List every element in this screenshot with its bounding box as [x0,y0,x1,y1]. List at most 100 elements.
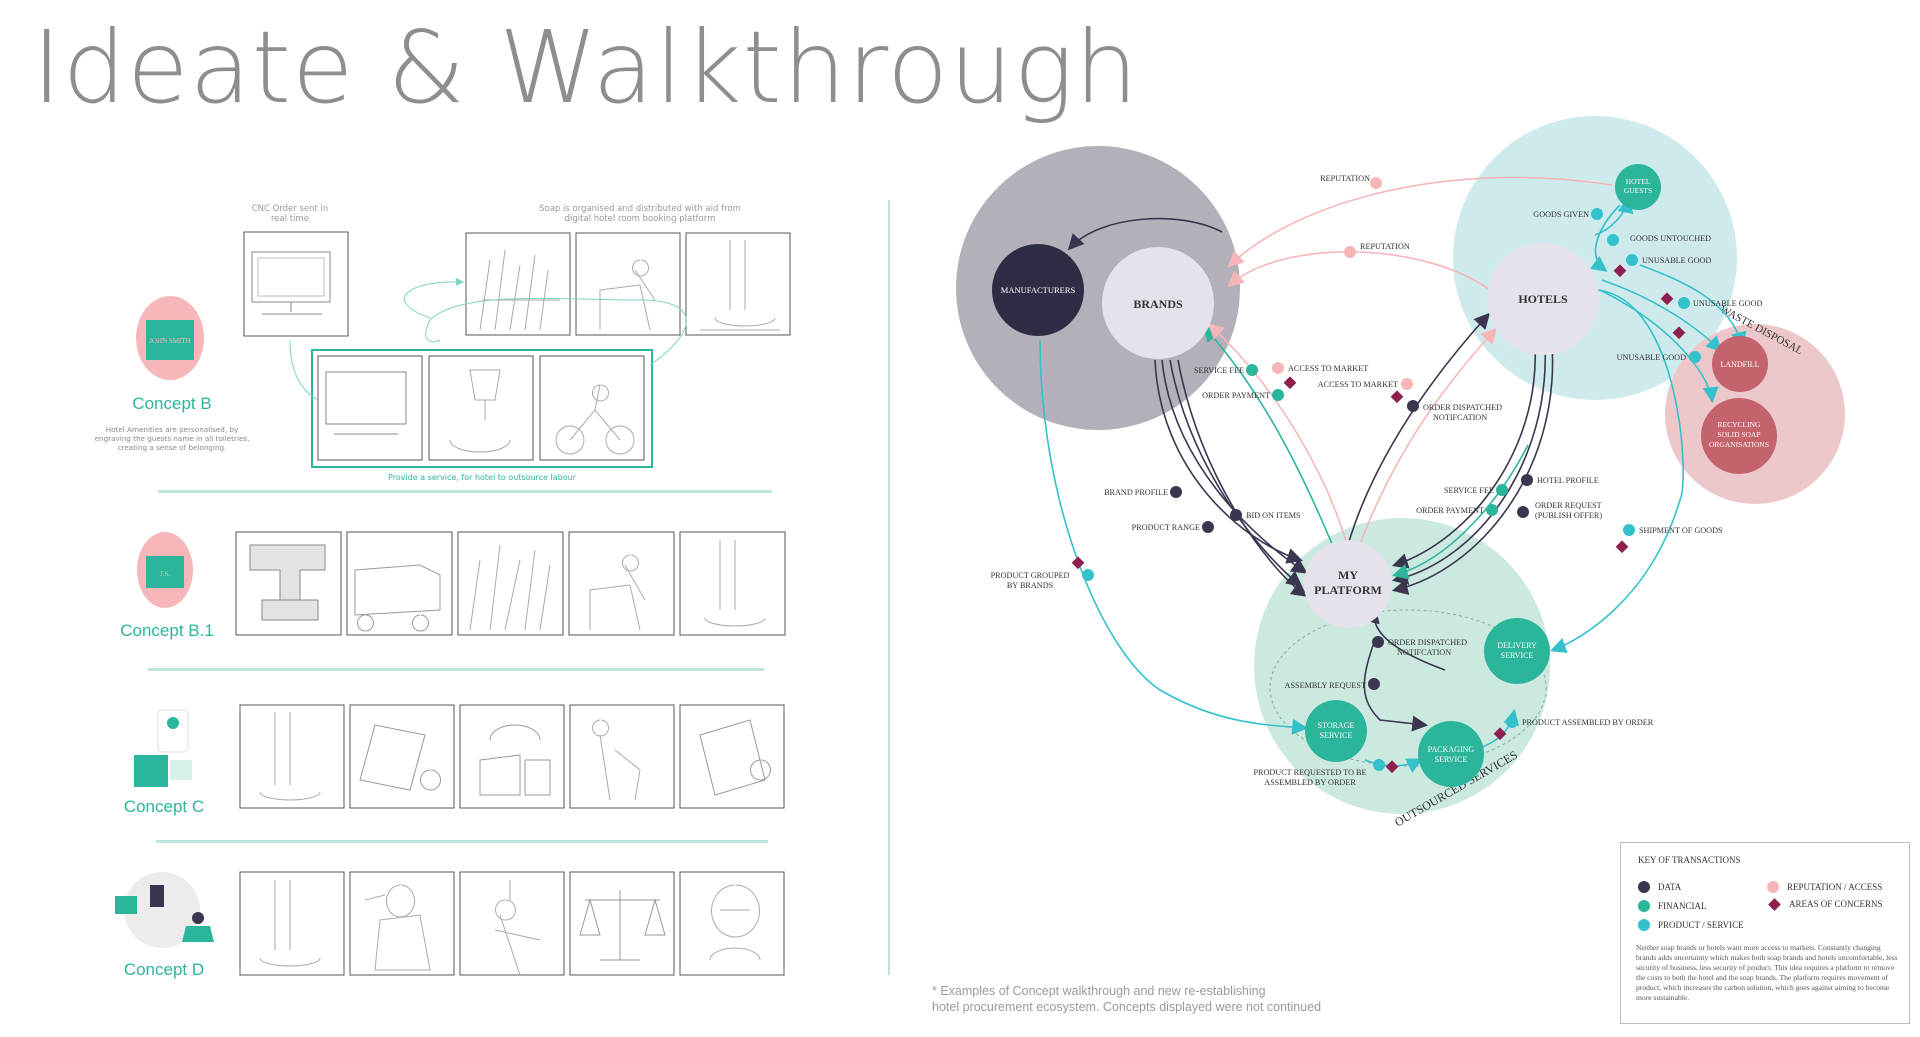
delivery-service-node[interactable]: DELIVERY SERVICE [1484,618,1550,684]
label-bid-on-items: BID ON ITEMS [1246,511,1301,520]
label-product-grouped-b: BY BRANDS [1007,581,1054,590]
label-order-dispatched-1a: ORDER DISPATCHED [1423,403,1502,412]
label-product-requested-a: PRODUCT REQUESTED TO BE [1253,768,1366,777]
footnote: * Examples of Concept walkthrough and ne… [932,983,1321,1015]
delivery-label-2: SERVICE [1501,651,1534,660]
legend-reputation: REPUTATION / ACCESS [1767,881,1882,893]
product-dot [1082,569,1094,581]
label-order-request-b: (PUBLISH OFFER) [1535,511,1602,520]
reputation-dot-icon [1767,881,1779,893]
product-dot [1506,716,1518,728]
legend: KEY OF TRANSACTIONS DATA FINANCIAL PRODU… [1620,842,1910,1024]
label-unusable-good-2: UNUSABLE GOOD [1693,299,1762,308]
packaging-service-node[interactable]: PACKAGING SERVICE [1418,721,1484,787]
storage-service-node[interactable]: STORAGE SERVICE [1305,700,1367,762]
brands-label: BRANDS [1133,297,1183,311]
label-order-request-a: ORDER REQUEST [1535,501,1602,510]
legend-data: DATA [1638,881,1681,893]
label-unusable-good-1: UNUSABLE GOOD [1642,256,1711,265]
label-goods-given: GOODS GIVEN [1533,210,1589,219]
packaging-label-1: PACKAGING [1428,745,1475,754]
concern-diamond [1616,540,1629,553]
label-goods-untouched: GOODS UNTOUCHED [1630,234,1711,243]
label-shipment-goods: SHIPMENT OF GOODS [1639,526,1723,535]
financial-dot-icon [1638,900,1650,912]
financial-dot [1496,484,1508,496]
platform-node[interactable]: MY PLATFORM [1304,540,1392,628]
reputation-dot [1344,246,1356,258]
concern-diamond [1284,376,1297,389]
label-order-dispatched-2b: NOTIFCATION [1397,648,1451,657]
product-dot [1678,297,1690,309]
concern-diamond [1072,556,1085,569]
data-dot [1230,509,1242,521]
label-service-fee-2: SERVICE FEE [1444,486,1494,495]
legend-reputation-label: REPUTATION / ACCESS [1787,882,1882,892]
footnote-line-1: * Examples of Concept walkthrough and ne… [932,983,1321,999]
product-dot [1591,208,1603,220]
manufacturers-label: MANUFACTURERS [1001,285,1076,295]
brands-node[interactable]: BRANDS [1102,247,1214,359]
legend-data-label: DATA [1658,882,1681,892]
legend-title: KEY OF TRANSACTIONS [1638,855,1741,865]
landfill-node[interactable]: LANDFILL [1712,336,1768,392]
reputation-dot [1370,177,1382,189]
recycling-node[interactable]: RECYCLING SOLID SOAP ORGANISATIONS [1701,398,1777,474]
label-product-requested-b: ASSEMBLED BY ORDER [1264,778,1356,787]
data-dot [1202,521,1214,533]
data-dot [1170,486,1182,498]
hotel-guests-node[interactable]: HOTEL GUESTS [1615,164,1661,210]
product-dot-icon [1638,919,1650,931]
financial-dot [1272,389,1284,401]
label-order-dispatched-2a: ORDER DISPATCHED [1388,638,1467,647]
legend-note: Neither soap brands or hotels want more … [1636,943,1898,1003]
hotels-node[interactable]: HOTELS [1487,243,1599,355]
label-access-market-2: ACCESS TO MARKET [1318,380,1398,389]
label-brand-profile: BRAND PROFILE [1104,488,1168,497]
label-service-fee-1: SERVICE FEE [1194,366,1244,375]
data-dot-icon [1638,881,1650,893]
legend-product-label: PRODUCT / SERVICE [1658,920,1744,930]
product-dot [1607,234,1619,246]
legend-concerns-label: AREAS OF CONCERNS [1789,899,1883,909]
product-dot [1623,524,1635,536]
label-order-payment-1: ORDER PAYMENT [1202,391,1270,400]
platform-label-1: MY [1338,568,1358,582]
legend-concerns: AREAS OF CONCERNS [1769,899,1883,909]
financial-dot [1246,364,1258,376]
label-hotel-profile: HOTEL PROFILE [1537,476,1599,485]
label-product-grouped-a: PRODUCT GROUPED [991,571,1070,580]
manufacturers-node[interactable]: MANUFACTURERS [992,244,1084,336]
footnote-line-2: hotel procurement ecosystem. Concepts di… [932,999,1321,1015]
recycling-label-2: SOLID SOAP [1717,430,1760,439]
product-dot [1626,254,1638,266]
hotels-label: HOTELS [1518,292,1568,306]
storage-label-1: STORAGE [1318,721,1355,730]
packaging-label-2: SERVICE [1435,755,1468,764]
financial-dot [1486,504,1498,516]
concern-diamond-icon [1768,898,1781,911]
label-assembly-request: ASSEMBLY REQUEST [1285,681,1366,690]
platform-label-2: PLATFORM [1314,583,1382,597]
reputation-dot [1272,362,1284,374]
recycling-label-1: RECYCLING [1718,420,1762,429]
data-dot [1521,474,1533,486]
product-dot [1373,759,1385,771]
data-dot [1407,400,1419,412]
data-dot [1372,636,1384,648]
reputation-dot [1401,378,1413,390]
label-order-payment-2: ORDER PAYMENT [1416,506,1484,515]
concern-diamond [1391,390,1404,403]
label-reputation-top: REPUTATION [1320,174,1370,183]
data-dot [1368,678,1380,690]
product-dot [1689,351,1701,363]
legend-financial-label: FINANCIAL [1658,901,1707,911]
label-unusable-good-3: UNUSABLE GOOD [1617,353,1686,362]
recycling-label-3: ORGANISATIONS [1709,440,1769,449]
hotel-guests-label-2: GUESTS [1624,186,1652,195]
legend-product: PRODUCT / SERVICE [1638,919,1744,931]
label-reputation-mid: REPUTATION [1360,242,1410,251]
delivery-label-1: DELIVERY [1497,641,1537,650]
label-order-dispatched-1b: NOTIFCATION [1433,413,1487,422]
data-dot [1517,506,1529,518]
